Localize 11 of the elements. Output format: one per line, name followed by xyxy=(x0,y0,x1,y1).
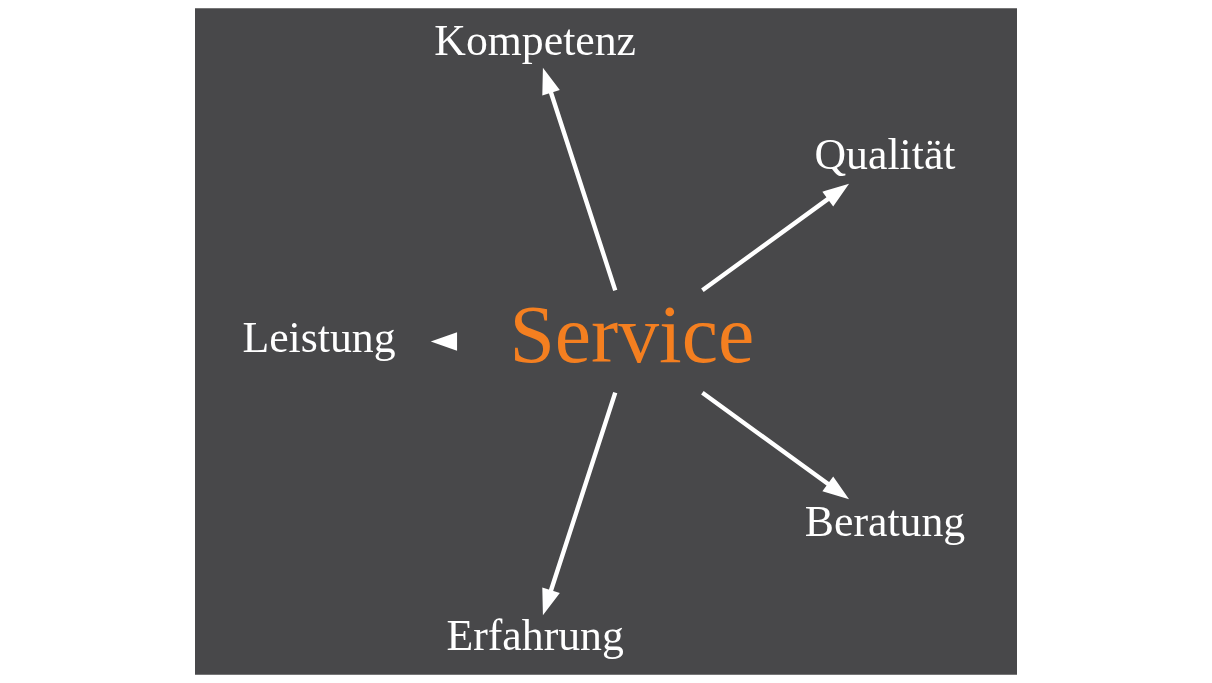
arrow xyxy=(542,67,618,292)
node-text: Erfahrung xyxy=(446,611,624,660)
arrow xyxy=(701,390,850,500)
node-text: Beratung xyxy=(804,497,966,546)
arrow xyxy=(430,332,458,351)
node-text: Qualität xyxy=(814,129,956,178)
node-text: Service xyxy=(509,288,755,380)
node-text: Leistung xyxy=(242,313,396,362)
node-text: Kompetenz xyxy=(434,15,637,64)
arrow xyxy=(542,391,618,616)
arrow xyxy=(701,183,850,293)
